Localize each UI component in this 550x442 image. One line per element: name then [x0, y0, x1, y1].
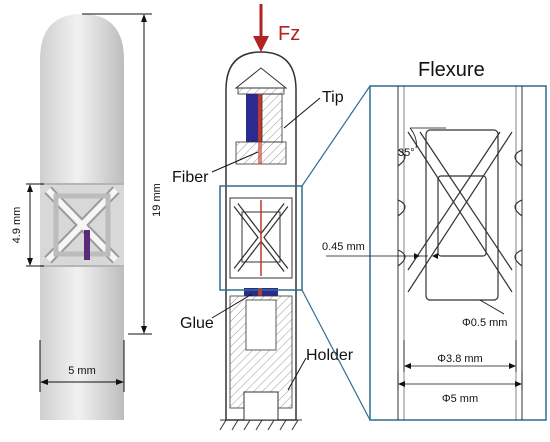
beam-width-label: 0.45 mm	[322, 241, 365, 253]
hole-diameter-label: Φ0.5 mm	[462, 317, 507, 329]
ground	[219, 419, 302, 431]
tip-label: Tip	[322, 89, 344, 106]
dim-flexure-height	[26, 183, 44, 267]
cross-section: Fz	[172, 4, 371, 431]
inner-diameter-label: Φ3.8 mm	[437, 353, 482, 365]
force-label: Fz	[278, 23, 300, 45]
holder-label: Holder	[306, 347, 354, 364]
outer-diameter-phi-label: Φ5 mm	[442, 393, 478, 405]
dim-overall-length	[82, 13, 152, 335]
angle-label: 35°	[398, 147, 415, 159]
flexure-title: Flexure	[418, 59, 485, 81]
zoom-box	[219, 185, 303, 291]
render-flexure	[40, 183, 124, 267]
dim-flexure-height-label: 4.9 mm	[11, 207, 23, 244]
force-arrow	[253, 4, 269, 52]
section-flexure	[229, 197, 293, 279]
detail-flexure-geometry	[397, 129, 523, 301]
fiber-label: Fiber	[172, 169, 209, 186]
sensor-render: 19 mm 4.9 mm 5 mm	[11, 13, 163, 420]
detail-frame	[369, 85, 547, 421]
dim-outer-diameter	[39, 340, 125, 392]
dim-overall-length-label: 19 mm	[151, 183, 163, 217]
glue-label: Glue	[180, 315, 214, 332]
flexure-detail: Flexure 35° 0.45 mm Φ0.5 mm	[322, 59, 547, 421]
dim-outer-diameter-label: 5 mm	[68, 365, 96, 377]
